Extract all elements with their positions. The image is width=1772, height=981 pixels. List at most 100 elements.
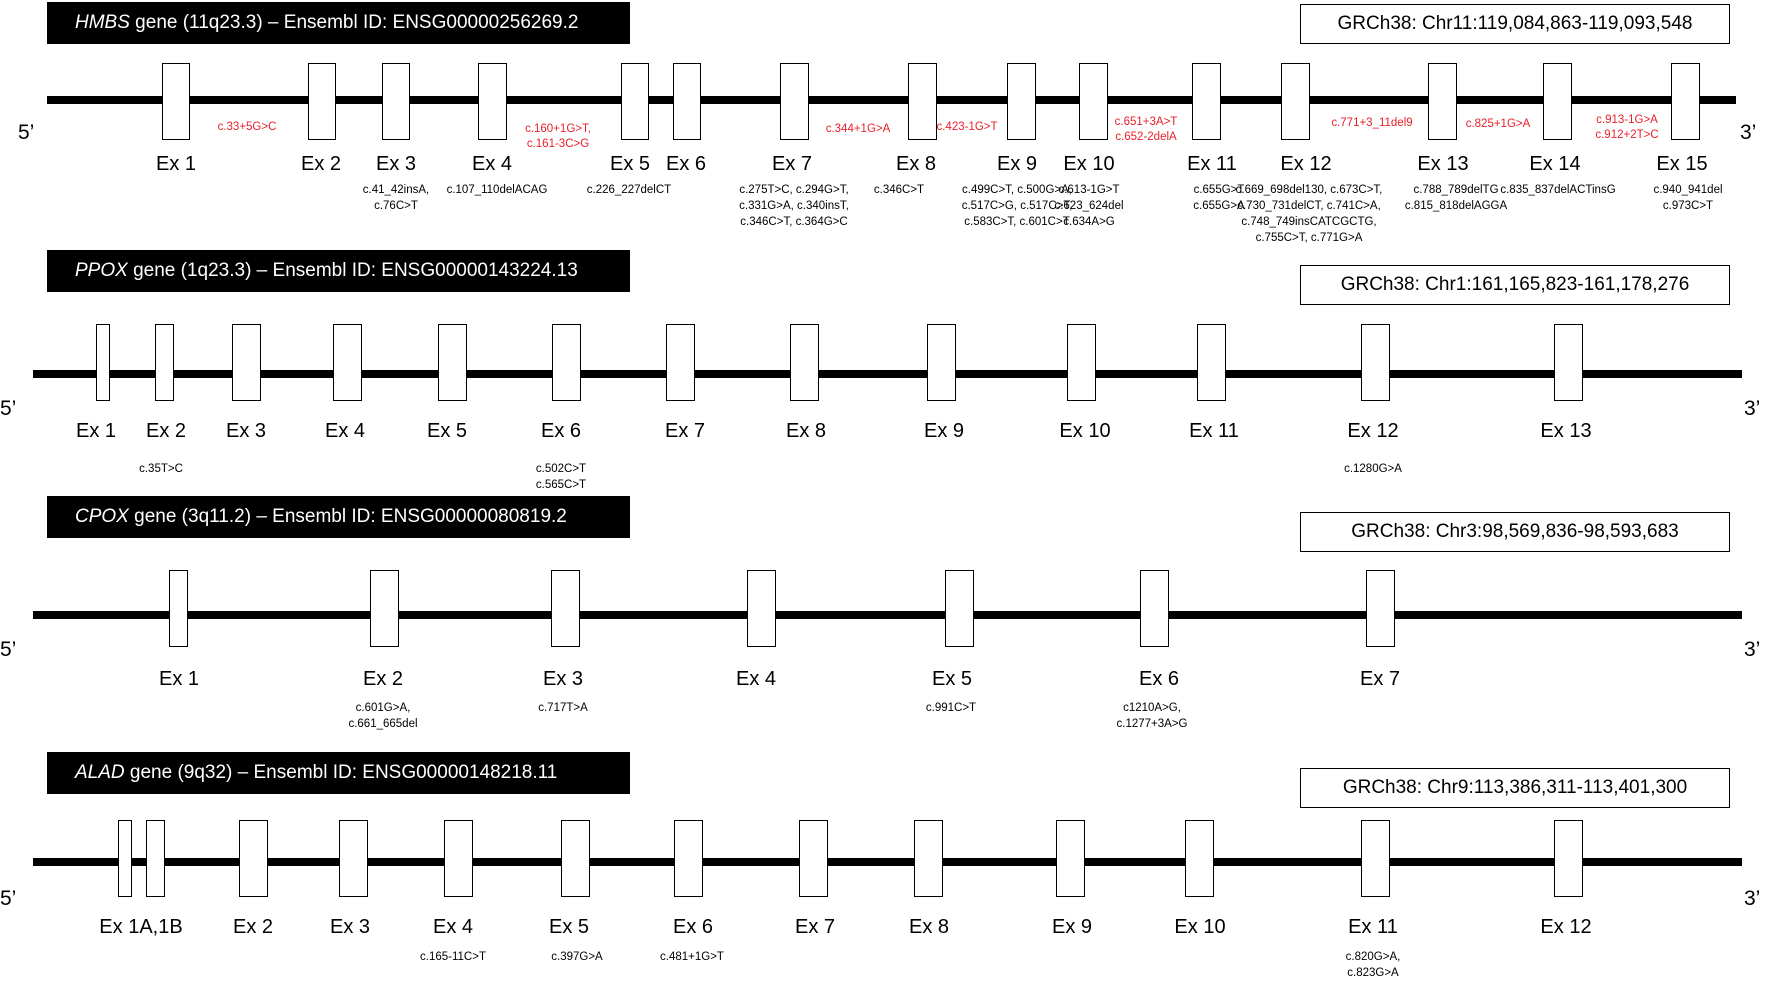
five-prime-label: 5’ bbox=[0, 638, 17, 661]
exon-box bbox=[673, 63, 701, 140]
exon-box bbox=[780, 63, 809, 140]
exon-box bbox=[674, 820, 703, 897]
gene-symbol: CPOX bbox=[75, 506, 129, 527]
variant-text: c.76C>T bbox=[374, 200, 418, 212]
variant-text: c.397G>A bbox=[551, 951, 603, 963]
exon-label: Ex 8 bbox=[785, 420, 827, 442]
variant-text: c.655G>T bbox=[1193, 184, 1245, 196]
exon-box bbox=[799, 820, 828, 897]
variant-text: c.730_731delCT, c.741C>A, bbox=[1237, 200, 1381, 212]
genome-coordinate-box: GRCh38: Chr9:113,386,311-113,401,300 bbox=[1300, 768, 1730, 808]
variant-text: c.835_837delACTinsG bbox=[1500, 184, 1616, 196]
exon-box bbox=[552, 324, 581, 401]
exon-box bbox=[1554, 820, 1583, 897]
variant-text: c.669_698del130, c.673C>T, bbox=[1235, 184, 1383, 196]
exonic-variant-list: c.717T>A bbox=[538, 700, 588, 716]
exon-label: Ex 3 bbox=[375, 153, 417, 175]
exon-box bbox=[333, 324, 362, 401]
gene-backbone-line bbox=[33, 370, 1742, 378]
gene-title-details: gene (11q23.3) – Ensembl ID: ENSG0000025… bbox=[129, 12, 579, 33]
exon-box bbox=[1428, 63, 1457, 140]
gene-backbone-line bbox=[47, 96, 1736, 104]
variant-text: c.346C>T bbox=[873, 184, 925, 196]
exon-label: Ex 6 bbox=[540, 420, 582, 442]
variant-text: c.655G>A bbox=[1193, 200, 1245, 212]
exon-label: Ex 5 bbox=[426, 420, 468, 442]
five-prime-label: 5’ bbox=[18, 121, 35, 144]
exon-label: Ex 12 bbox=[1347, 420, 1399, 442]
exon-label: Ex 7 bbox=[1359, 668, 1401, 690]
exon-box bbox=[239, 820, 268, 897]
variant-text: c.661_665del bbox=[348, 718, 418, 730]
exon-label: Ex 2 bbox=[145, 420, 187, 442]
exon-box bbox=[1543, 63, 1572, 140]
exonic-variant-list: c.226_227delCT bbox=[587, 182, 671, 198]
exon-label: Ex 6 bbox=[665, 153, 707, 175]
variant-text: c.35T>C bbox=[139, 463, 183, 475]
exon-label: Ex 10 bbox=[1059, 420, 1111, 442]
intronic-variant-text: c.913-1G>A bbox=[1596, 114, 1658, 126]
gene-symbol: HMBS bbox=[75, 12, 130, 33]
exon-label: Ex 10 bbox=[1063, 153, 1115, 175]
exon-box bbox=[1056, 820, 1085, 897]
exon-label: Ex 12 bbox=[1540, 916, 1592, 938]
gene-title: PPOX gene (1q23.3) – Ensembl ID: ENSG000… bbox=[47, 250, 630, 292]
exon-label: Ex 5 bbox=[548, 916, 590, 938]
variant-text: c.601G>A, bbox=[355, 702, 411, 714]
exon-box bbox=[1671, 63, 1700, 140]
exon-box bbox=[1281, 63, 1310, 140]
three-prime-label: 3’ bbox=[1744, 638, 1761, 661]
exon-box bbox=[382, 63, 410, 140]
exon-box bbox=[1361, 820, 1390, 897]
exonic-variant-list: c.481+1G>T bbox=[660, 949, 724, 965]
exonic-variant-list: c.820G>A, c.823G>A bbox=[1346, 949, 1401, 981]
exon-label: Ex 1A,1B bbox=[99, 916, 183, 938]
exon-label: Ex 4 bbox=[432, 916, 474, 938]
exonic-variant-list: c.35T>C bbox=[139, 461, 183, 477]
variant-text: c.748_749insCATCGCTG, bbox=[1241, 216, 1377, 228]
intronic-variant-list: c.825+1G>A bbox=[1466, 117, 1531, 132]
variant-text: c.1277+3A>G bbox=[1116, 718, 1188, 730]
exon-box bbox=[444, 820, 473, 897]
exon-box bbox=[666, 324, 695, 401]
exon-label: Ex 4 bbox=[735, 668, 777, 690]
variant-text: c.275T>C, c.294G>T, bbox=[739, 184, 849, 196]
variant-text: c.823G>A bbox=[1347, 967, 1399, 979]
variant-text: c.481+1G>T bbox=[660, 951, 724, 963]
exon-box bbox=[621, 63, 649, 140]
exon-label: Ex 2 bbox=[362, 668, 404, 690]
exon-label: Ex 11 bbox=[1189, 420, 1239, 442]
exonic-variant-list: c.655G>T c.655G>A bbox=[1193, 182, 1244, 214]
exon-label: Ex 4 bbox=[471, 153, 513, 175]
exon-box bbox=[747, 570, 776, 647]
exon-label: Ex 5 bbox=[931, 668, 973, 690]
variant-text: c.820G>A, bbox=[1345, 951, 1401, 963]
five-prime-label: 5’ bbox=[0, 397, 17, 420]
variant-text: c.788_789delTG bbox=[1413, 184, 1499, 196]
five-prime-label: 5’ bbox=[0, 887, 17, 910]
variant-text: c.613-1G>T bbox=[1058, 184, 1120, 196]
gene-title: ALAD gene (9q32) – Ensembl ID: ENSG00000… bbox=[47, 752, 630, 794]
exonic-variant-list: c.991C>T bbox=[926, 700, 976, 716]
exon-box bbox=[339, 820, 368, 897]
genome-coordinate-box: GRCh38: Chr3:98,569,836-98,593,683 bbox=[1300, 512, 1730, 552]
variant-text: c.623_624del bbox=[1054, 200, 1124, 212]
intronic-variant-text: c.651+3A>T bbox=[1114, 116, 1178, 128]
exon-box bbox=[155, 324, 174, 401]
exon-label: Ex 8 bbox=[895, 153, 937, 175]
exon-label: Ex 15 bbox=[1656, 153, 1708, 175]
exon-box bbox=[232, 324, 261, 401]
variant-text: c.755C>T, c.771G>A bbox=[1255, 232, 1363, 244]
exon-label: Ex 1 bbox=[75, 420, 117, 442]
variant-text: c.346C>T, c.364G>C bbox=[740, 216, 848, 228]
exon-box bbox=[438, 324, 467, 401]
exon-label: Ex 8 bbox=[908, 916, 950, 938]
exon-box bbox=[1192, 63, 1221, 140]
exon-box bbox=[370, 570, 399, 647]
intronic-variant-text: c.344+1G>A bbox=[825, 123, 891, 135]
intronic-variant-text: c.912+2T>C bbox=[1595, 129, 1659, 141]
intronic-variant-list: c.771+3_11del9 bbox=[1331, 116, 1412, 131]
exon-box bbox=[1079, 63, 1108, 140]
